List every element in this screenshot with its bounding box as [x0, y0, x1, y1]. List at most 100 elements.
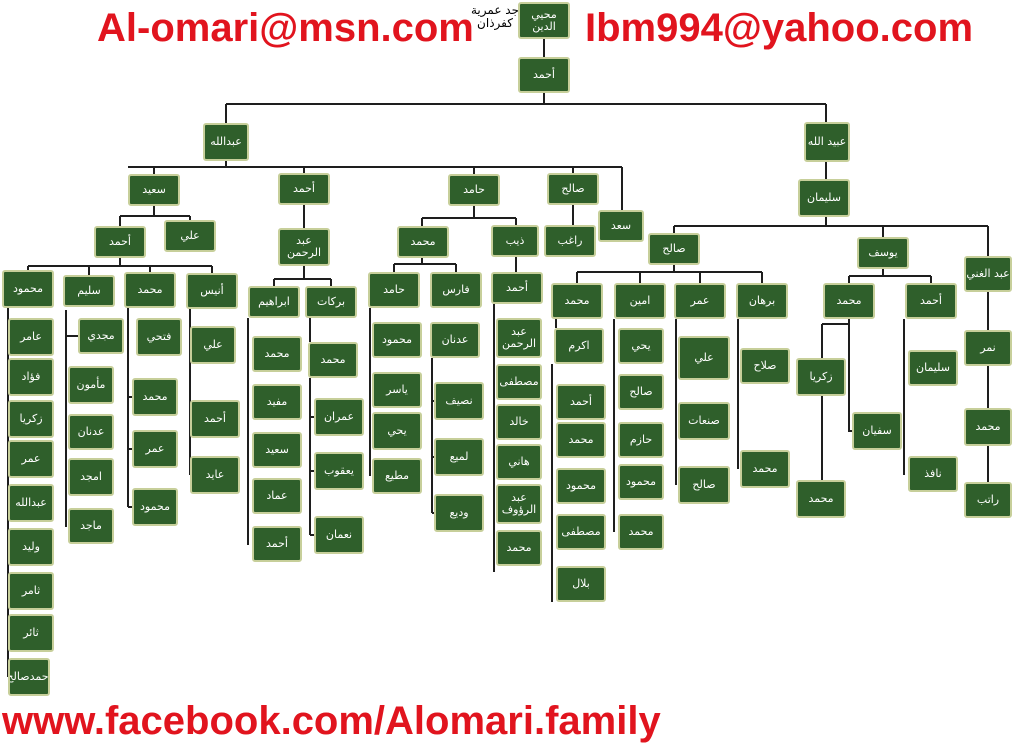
tree-node-salah: صلاح — [740, 348, 790, 384]
tree-node-mohammad_y: محمد — [823, 283, 875, 319]
tree-node-yaser: ياسر — [372, 372, 422, 408]
tree-node-sulaiman2: سليمان — [908, 350, 958, 386]
tree-node-nafez: نافذ — [908, 456, 958, 492]
email-right: Ibm994@yahoo.com — [585, 6, 974, 50]
tree-node-saleh2: صالح — [648, 233, 700, 265]
tree-node-ahmad_a: أحمد — [190, 400, 240, 438]
tree-node-sufian: سفيان — [852, 412, 902, 450]
tree-node-emad: عماد — [252, 478, 302, 514]
tree-node-mohammad_s2: محمد — [551, 283, 603, 319]
tree-node-ahmad_y: أحمد — [905, 283, 957, 319]
tree-node-ahmad_t: أحمد — [491, 272, 543, 304]
tree-node-majdi: مجدي — [78, 318, 124, 354]
origin-note-line1: جد عمرية — [470, 3, 520, 17]
tree-node-saleh4: صالح — [678, 466, 730, 504]
tree-node-ibrahim: ابراهيم — [248, 286, 300, 318]
tree-node-yousef: يوسف — [857, 237, 909, 269]
tree-node-rateb: راتب — [964, 482, 1012, 518]
tree-node-yaqoub: يعقوب — [314, 452, 364, 490]
tree-node-numan: نعمان — [314, 516, 364, 554]
tree-node-saeed: سعيد — [128, 174, 180, 206]
tree-node-mohammad_am: محمد — [618, 514, 664, 550]
tree-node-adnan1: عدنان — [68, 414, 114, 450]
footer-url: www.facebook.com/Alomari.family — [2, 699, 661, 743]
tree-node-ali_o: علي — [678, 336, 730, 380]
tree-node-abdulraouf: عبد الرؤوف — [496, 484, 542, 524]
tree-node-lamee: لميع — [434, 438, 484, 476]
tree-node-thamer: ثامر — [8, 572, 54, 610]
tree-node-mufeed: مفيد — [252, 384, 302, 420]
tree-node-mohammad_k: محمد — [556, 422, 606, 458]
tree-node-nimr: نمر — [964, 330, 1012, 366]
tree-node-omar_f: عمر — [132, 430, 178, 468]
tree-node-mohammad_b: محمد — [308, 342, 358, 378]
tree-node-mahmoud_am: محمود — [618, 464, 664, 500]
tree-node-ahmad1: أحمد — [518, 57, 570, 93]
tree-node-burhan: برهان — [736, 283, 788, 319]
connector-line — [848, 324, 852, 432]
tree-node-ubaidallah: عبيد الله — [804, 122, 850, 162]
tree-node-saleh1: صالح — [547, 173, 599, 205]
tree-node-ahmad_k: أحمد — [556, 384, 606, 420]
tree-node-thaer: ثائر — [8, 614, 54, 652]
tree-node-zakaria2: زكريا — [796, 358, 846, 396]
tree-node-hamed1: حامد — [448, 174, 500, 206]
tree-node-mohammad_f: محمد — [132, 378, 178, 416]
tree-node-yahya1: يحي — [372, 412, 422, 450]
tree-node-abdulrahman1: عبد الرحمن — [278, 228, 330, 266]
tree-node-omar_m: عمر — [8, 440, 54, 478]
tree-node-amjad: امجد — [68, 458, 114, 496]
tree-node-akram: اكرم — [554, 328, 604, 364]
tree-node-barakat: بركات — [305, 286, 357, 318]
origin-note: جد عمرية كفرذان — [468, 4, 522, 30]
tree-node-hani: هاني — [496, 444, 542, 480]
tree-node-root: محيي الدين — [518, 2, 570, 39]
tree-node-mohammad_h: محمد — [397, 226, 449, 258]
tree-node-mahmoud_k: محمود — [556, 468, 606, 504]
tree-node-mohammad_as: محمد — [124, 272, 176, 308]
tree-node-mohammad_t: محمد — [496, 530, 542, 566]
tree-node-fouad: فؤاد — [8, 358, 54, 396]
tree-node-mustafa2: مصطفى — [556, 514, 606, 550]
tree-node-fares: فارس — [430, 272, 482, 308]
tree-node-ahmad_i: أحمد — [252, 526, 302, 562]
tree-node-fathi: فتحي — [136, 318, 182, 356]
tree-node-naseef: نصيف — [434, 382, 484, 420]
tree-node-adnan2: عدنان — [430, 322, 480, 358]
tree-node-ameen: امين — [614, 283, 666, 319]
tree-node-yahya2: يحي — [618, 328, 664, 364]
tree-node-mahmoud_f: محمود — [132, 488, 178, 526]
tree-node-hazem: حازم — [618, 422, 664, 458]
tree-node-mamoun: مأمون — [68, 366, 114, 404]
tree-node-ahmad_s: أحمد — [94, 226, 146, 258]
tree-node-mohammad_z: محمد — [796, 480, 846, 518]
tree-node-amer: عامر — [8, 318, 54, 356]
tree-node-mohammad_br: محمد — [740, 450, 790, 488]
tree-node-ragheb: راغب — [544, 225, 596, 257]
tree-node-ali_a: علي — [190, 326, 236, 364]
tree-node-zakaria1: زكريا — [8, 400, 54, 438]
tree-node-mutee: مطيع — [372, 458, 422, 494]
tree-node-anees: أنيس — [186, 273, 238, 309]
tree-node-wadee: وديع — [434, 494, 484, 532]
tree-node-abdulrahman2: عبد الرحمن — [496, 318, 542, 358]
tree-node-bilal: بلال — [556, 566, 606, 602]
tree-node-abdulghani: عبد الغني — [964, 256, 1012, 292]
tree-node-majed: ماجد — [68, 508, 114, 544]
tree-node-mustafa1: مصطفى — [496, 364, 542, 400]
tree-node-mohammad_i: محمد — [252, 336, 302, 372]
tree-node-theeb: ذيب — [491, 225, 539, 257]
tree-node-waleed: وليد — [8, 528, 54, 566]
tree-node-saleh3: صالح — [618, 374, 664, 410]
tree-node-saeed_i: سعيد — [252, 432, 302, 468]
tree-node-ahmad2: أحمد — [278, 173, 330, 205]
tree-node-saleem: سليم — [63, 275, 115, 307]
tree-node-mahmoud_h2: محمود — [372, 322, 422, 358]
tree-node-abdallah: عبدالله — [203, 123, 249, 161]
tree-node-omar_s2: عمر — [674, 283, 726, 319]
tree-node-sulaiman1: سليمان — [798, 179, 850, 217]
tree-node-imran: عمران — [314, 398, 364, 436]
email-left: Al-omari@msn.com — [97, 6, 474, 50]
tree-node-abdallah_m: عبدالله — [8, 484, 54, 522]
tree-node-sunat: صنعات — [678, 402, 730, 440]
